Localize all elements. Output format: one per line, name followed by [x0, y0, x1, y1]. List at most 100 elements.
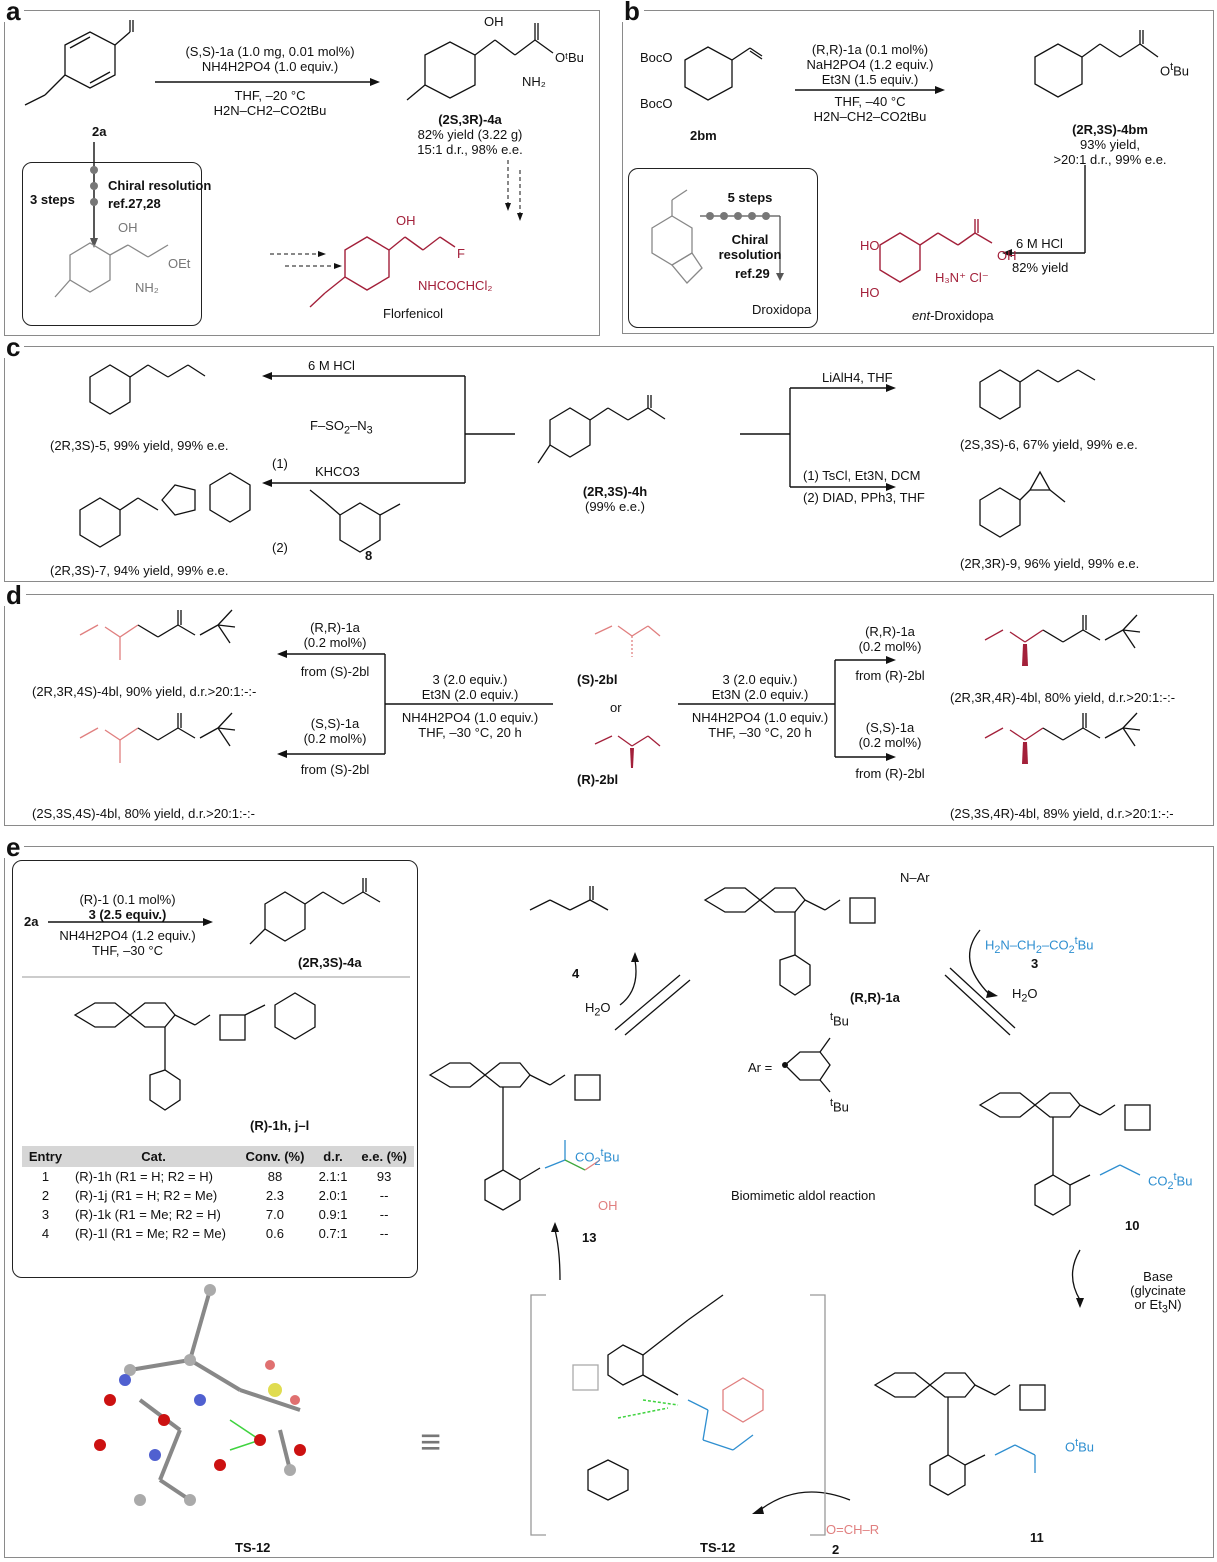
inset-box-e	[12, 860, 418, 1278]
label-10-co2tbu: CO2tBu	[1148, 1171, 1193, 1192]
box-b-ref: ref.29	[735, 266, 770, 281]
ts12-bracket-structure	[530, 1294, 826, 1536]
label-4a-otbu: OᵗBu	[555, 50, 584, 65]
label-h2o-out: H2O	[585, 1000, 611, 1019]
d-product-2: (2S,3S,4S)-4bl, 80% yield, d.r.>20:1:-:-	[32, 806, 255, 821]
molecule-4a	[406, 23, 554, 101]
c-compound-8: 8	[365, 548, 373, 563]
molecule-4h	[537, 395, 666, 464]
label-2a: 2a	[92, 124, 107, 139]
box-a-oet: OEt	[168, 256, 191, 271]
molecule-R-2bl	[594, 735, 661, 768]
cell-cat: (R)-1j (R1 = H; R2 = Me)	[74, 1188, 218, 1203]
table-row: 2 (R)-1j (R1 = H; R2 = Me) 2.3 2.0:1 --	[22, 1186, 414, 1205]
bm-boco-1: BocO	[640, 50, 673, 65]
label-4a-nh2: NH₂	[522, 74, 546, 89]
label-glycinate: H2N–CH2–CO2tBu	[985, 935, 1094, 956]
panel-e-label: e	[2, 834, 25, 860]
molecule-intermediate-13	[428, 1062, 601, 1211]
molecule-9	[979, 470, 1066, 538]
label-glycinate-3: 3	[1031, 956, 1039, 971]
cell-entry: 3	[41, 1207, 50, 1222]
cell-ee: --	[379, 1226, 389, 1241]
label-intermediate-13: 13	[582, 1230, 597, 1245]
label-ar-tbu-1: tBu	[830, 1011, 849, 1029]
molecule-ar-group	[782, 1037, 831, 1093]
d-branch-4-cat: (S,S)-1a(0.2 mol%)	[858, 720, 922, 750]
molecule-S-2bl	[594, 625, 661, 657]
c-product-9: (2R,3R)-9, 96% yield, 99% e.e.	[960, 556, 1140, 571]
d-branch-1-cat: (R,R)-1a(0.2 mol%)	[303, 620, 367, 650]
molecule-4bl-RRS	[79, 609, 236, 660]
cell-entry: 2	[41, 1188, 50, 1203]
conditions-a: (S,S)-1a (1.0 mg, 0.01 mol%)NH4H2PO4 (1.…	[185, 44, 355, 74]
label-13-co2tbu: CO2tBu	[575, 1147, 620, 1168]
conditions-b: (R,R)-1a (0.1 mol%)NaH2PO4 (1.2 equiv.)E…	[806, 42, 934, 87]
cell-dr: 0.9:1	[318, 1207, 348, 1222]
d-branch-4-from: from (R)-2bl	[855, 766, 925, 781]
molecule-ethyl-ester	[54, 242, 169, 298]
label-ar-tbu-2: tBu	[830, 1097, 849, 1115]
d-conditions-right-below: NH4H2PO4 (1.0 equiv.)THF, –30 °C, 20 h	[691, 710, 829, 740]
cell-ee: 93	[376, 1169, 392, 1184]
molecule-catalyst-1h	[73, 992, 316, 1111]
molecule-5	[89, 364, 206, 415]
panel-b-label: b	[620, 0, 644, 24]
table-row: 4 (R)-1l (R1 = Me; R2 = Me) 0.6 0.7:1 --	[22, 1224, 414, 1243]
cell-cat: (R)-1l (R1 = Me; R2 = Me)	[74, 1226, 226, 1241]
arrows-d	[277, 650, 896, 761]
panel-d-label: d	[2, 582, 26, 608]
cell-ee: --	[379, 1207, 389, 1222]
molecule-catalyst-RR-1a	[703, 887, 876, 996]
label-ar-def: Ar =	[748, 1060, 773, 1075]
molecule-2a	[24, 20, 134, 106]
droxidopa-ho-1: HO	[860, 238, 880, 253]
d-product-3: (2R,3R,4R)-4bl, 80% yield, d.r.>20:1:-:-	[950, 690, 1176, 705]
droxidopa-nh3: H₃N⁺ Cl⁻	[935, 270, 989, 285]
cell-entry: 1	[41, 1169, 50, 1184]
label-aldehyde-2-structure: O=CH–R	[826, 1522, 880, 1537]
label-nar-1a: N–Ar	[900, 870, 930, 885]
box-a-steps: 3 steps	[30, 192, 75, 207]
ts12-3d-model	[94, 1284, 306, 1506]
cell-dr: 2.0:1	[318, 1188, 348, 1203]
panel-e	[4, 846, 1214, 1558]
ts12-3d-label: TS-12	[235, 1540, 271, 1555]
florfenicol-oh: OH	[396, 213, 416, 228]
molecule-piperonal	[651, 189, 703, 284]
d-branch-2-from: from (S)-2bl	[300, 762, 370, 777]
th-ee: e.e. (%)	[354, 1146, 414, 1167]
label-cycle-title: Biomimetic aldol reaction	[731, 1188, 876, 1203]
molecule-4bl-SSS	[79, 712, 236, 763]
molecule-intermediate-11	[873, 1372, 1046, 1496]
c-center-caption: (2R,3S)-4h (99% e.e.)	[582, 484, 648, 514]
label-S-2bl: (S)-2bl	[577, 672, 618, 687]
product-4a-caption: (2S,3R)-4a 82% yield (3.22 g) 15:1 d.r.,…	[417, 112, 523, 157]
c-product-5: (2R,3S)-5, 99% yield, 99% e.e.	[50, 438, 229, 453]
label-or: or	[610, 700, 622, 715]
molecule-intermediate-10	[978, 1092, 1151, 1216]
droxidopa-oh: OH	[997, 248, 1017, 263]
panel-a-label: a	[2, 0, 25, 24]
cell-entry: 4	[41, 1226, 50, 1241]
label-R-2bl: (R)-2bl	[577, 772, 619, 787]
c-product-7: (2R,3S)-7, 94% yield, 99% e.e.	[50, 563, 229, 578]
cell-conv: 2.3	[265, 1188, 284, 1203]
molecule-2bm	[684, 46, 763, 101]
molecule-6	[979, 369, 1096, 420]
droxidopa-ho-2: HO	[860, 285, 880, 300]
catalyst-table: Entry Cat. Conv. (%) d.r. e.e. (%) 1 (R)…	[22, 1146, 414, 1243]
cell-conv: 7.0	[265, 1207, 284, 1222]
c-product-6: (2S,3S)-6, 67% yield, 99% e.e.	[960, 437, 1138, 452]
d-branch-1-from: from (S)-2bl	[300, 664, 370, 679]
table-row: 1 (R)-1h (R1 = H; R2 = H) 88 2.1:1 93	[22, 1167, 414, 1186]
box-a-nh2: NH₂	[135, 280, 159, 295]
prior-route-box-b	[628, 168, 818, 328]
inset-catalyst-name: (R)-1h, j–l	[250, 1118, 310, 1133]
bm-boco-2: BocO	[640, 96, 673, 111]
cell-conv: 88	[267, 1169, 283, 1184]
prior-route-box-a	[22, 162, 202, 326]
